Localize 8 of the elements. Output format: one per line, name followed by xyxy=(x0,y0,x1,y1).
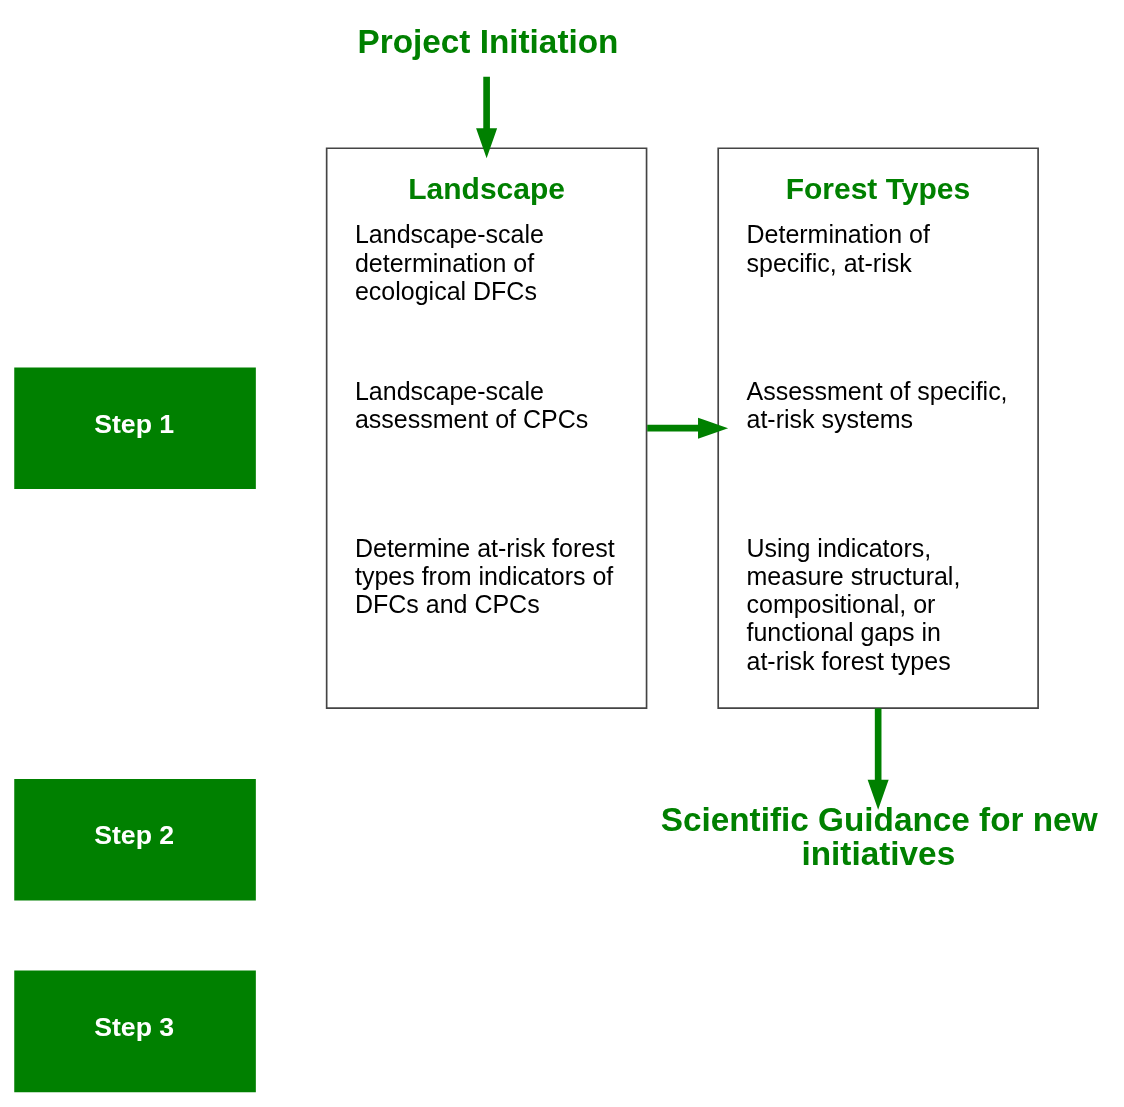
node-box: Forest Types Determination of specific, at-risk Assessment of specific, at-risk systems Using indicators, measure structural, compositional, or functional gaps in at-risk forest types xyxy=(717,146,1039,709)
node-box: Step 3 xyxy=(14,970,256,1092)
node-box: Step 1 xyxy=(14,366,256,489)
node-box: Step 2 xyxy=(14,778,256,901)
node-text: Project Initiation xyxy=(357,22,619,60)
node-text: Scientific Guidance for new initiatives xyxy=(660,800,1098,872)
arrow xyxy=(867,707,889,810)
node-box: Landscape Landscape-scale determination of ecological DFCs Landscape-scale assessment of CPCs Determine at-risk forest types from indicators of DFCs and CPCs xyxy=(325,146,648,709)
